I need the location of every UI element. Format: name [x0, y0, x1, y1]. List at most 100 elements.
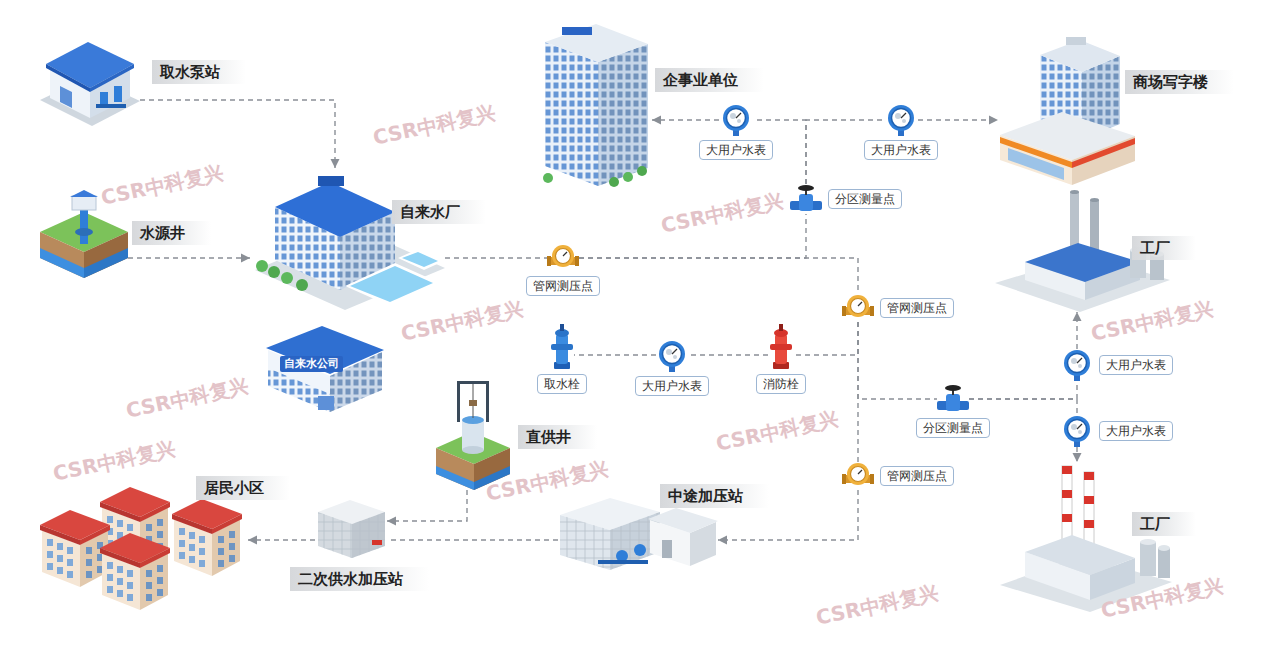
arrow-head — [248, 536, 257, 545]
water-plant: 自来水厂 — [250, 168, 445, 310]
water-meter: 大用户水表 — [1061, 415, 1093, 447]
dashed-line — [387, 539, 558, 540]
residential-art — [40, 487, 242, 610]
pipe-connector — [1073, 447, 1082, 462]
pipe-connector — [387, 540, 558, 541]
dashed-line — [969, 399, 1077, 415]
watermark: CSR中科复兴 — [124, 372, 252, 423]
water-meter: 大用户水表 — [884, 104, 918, 136]
device-label: 分区测量点 — [828, 189, 902, 209]
pipe-connector — [794, 322, 858, 355]
watermark: CSR中科复兴 — [1089, 295, 1217, 346]
device-label: 消防栓 — [756, 374, 806, 394]
watermark: CSR中科复兴 — [99, 159, 227, 210]
pressure-point: 管网测压点 — [547, 244, 579, 272]
arrow-head — [241, 254, 250, 263]
device-label: 管网测压点 — [526, 276, 600, 296]
hydrant: 取水栓 — [550, 322, 574, 370]
booster-tank-art — [318, 500, 385, 558]
pump-station-art — [40, 42, 140, 126]
dashed-line — [579, 258, 858, 294]
water-meter: 大用户水表 — [656, 340, 688, 372]
mall-office: 商场写字楼 — [998, 35, 1136, 185]
pipe-connector — [969, 399, 1077, 415]
device-icons — [547, 105, 1090, 485]
arrow-head — [331, 159, 340, 168]
node-label: 商场写字楼 — [1125, 70, 1234, 94]
pipe-connector — [688, 355, 768, 356]
device-label: 大用户水表 — [635, 376, 709, 396]
relay-pump-station: 中途加压站 — [558, 495, 718, 573]
device-label: 分区测量点 — [916, 418, 990, 438]
water-plant-art — [255, 176, 445, 310]
device-label: 管网测压点 — [880, 466, 954, 486]
device-label: 大用户水表 — [1099, 355, 1173, 375]
pipe-connector — [248, 536, 315, 545]
pipe-connector — [579, 258, 858, 294]
device-label: 大用户水表 — [699, 140, 773, 160]
dashed-line — [140, 100, 335, 168]
arrow-head — [1073, 312, 1082, 321]
dashed-line — [858, 322, 937, 399]
pipe-connector — [445, 258, 547, 259]
dashed-line — [652, 119, 719, 120]
fire-hydrant: 消防栓 — [768, 322, 794, 370]
zone-meter: 分区测量点 — [937, 384, 969, 414]
arrow-head — [652, 116, 661, 125]
node-label: 工厂 — [1132, 512, 1196, 536]
dashed-line — [918, 119, 998, 120]
node-label: 居民小区 — [196, 476, 290, 500]
watermark: CSR中科复兴 — [659, 187, 787, 238]
arrow-head — [387, 517, 396, 526]
node-label: 水源井 — [132, 221, 211, 245]
device-label: 管网测压点 — [880, 298, 954, 318]
node-label: 直供井 — [518, 425, 597, 449]
pipe-connector — [858, 322, 859, 462]
factory: 工厂 — [992, 190, 1172, 312]
direct-well: 直供井 — [433, 378, 511, 490]
office-tower-art — [543, 24, 648, 187]
pipe-connector — [574, 355, 656, 356]
device-label: 大用户水表 — [1099, 421, 1173, 441]
pressure-point: 管网测压点 — [842, 294, 874, 322]
device-label: 取水栓 — [537, 374, 587, 394]
relay-station-art — [560, 498, 718, 570]
pipe-connector — [387, 490, 467, 526]
watermark: CSR中科复兴 — [1099, 572, 1227, 623]
pipe-connector — [140, 100, 340, 168]
water-company-art — [266, 326, 384, 412]
pipe-connector — [128, 254, 250, 263]
dashed-line — [857, 322, 858, 462]
pipe-connector — [1073, 312, 1082, 349]
dashed-line — [387, 490, 467, 521]
water-meter: 大用户水表 — [1061, 349, 1093, 381]
dashed-line — [688, 354, 768, 355]
watermark: CSR中科复兴 — [814, 579, 942, 630]
node-label: 二次供水加压站 — [290, 567, 429, 591]
dashed-line — [128, 257, 250, 258]
node-label: 工厂 — [1132, 236, 1196, 260]
pressure-point: 管网测压点 — [842, 462, 874, 490]
zone-meter: 分区测量点 — [790, 184, 822, 214]
watermark: CSR中科复兴 — [484, 455, 612, 506]
building-sign: 自来水公司 — [280, 356, 343, 372]
dashed-line — [969, 381, 1077, 399]
booster-station: 二次供水加压站 — [315, 498, 387, 560]
water-meter: 大用户水表 — [719, 104, 753, 136]
dashed-line — [574, 354, 656, 355]
dashed-line — [445, 257, 547, 258]
watermark: CSR中科复兴 — [714, 405, 842, 456]
direct-well-art — [436, 381, 510, 490]
pipe-connector — [969, 381, 1077, 399]
node-label: 自来水厂 — [392, 200, 486, 224]
pipe-connector — [918, 116, 998, 125]
water-company: 自来水公司 — [265, 325, 385, 413]
device-label: 大用户水表 — [864, 140, 938, 160]
watermark: CSR中科复兴 — [399, 295, 527, 346]
watermark: CSR中科复兴 — [371, 99, 499, 150]
dashed-line — [248, 539, 315, 540]
node-label: 取水泵站 — [152, 60, 246, 84]
residential-area: 居民小区 — [40, 482, 248, 612]
